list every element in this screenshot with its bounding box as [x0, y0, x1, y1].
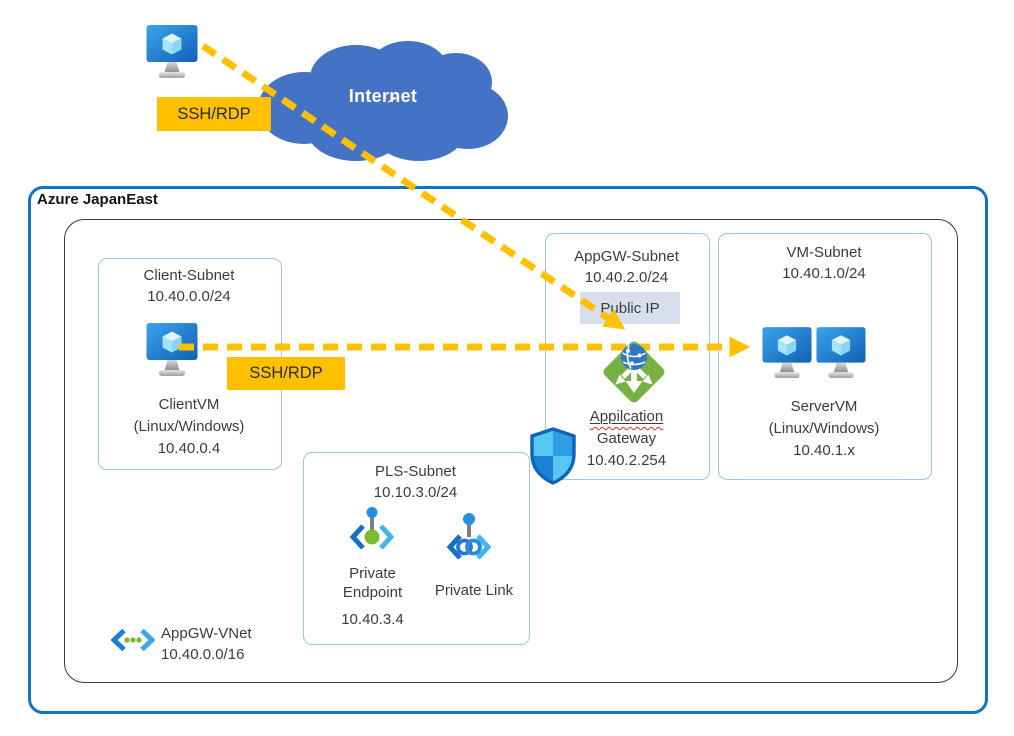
client-subnet-cidr: 10.40.0.0/24 — [147, 288, 231, 305]
vnet-icon — [111, 628, 155, 652]
external-client-vm-monitor-icon — [146, 24, 198, 82]
server-vm-name: ServerVM — [790, 398, 858, 415]
appgw-subnet-title: AppGW-Subnet — [574, 248, 679, 265]
private-link-label: Private Link — [434, 582, 514, 599]
vm-subnet-cidr: 10.40.1.0/24 — [782, 265, 866, 282]
private-link-icon — [444, 512, 494, 564]
client-vm-name: ClientVM — [158, 396, 220, 413]
private-endpoint-icon — [350, 506, 394, 560]
public-ip-badge: Public IP — [580, 292, 680, 324]
private-endpoint-label-line1: Private — [349, 565, 396, 582]
application-gateway-name-line2: Gateway — [596, 430, 657, 447]
client-vm-os: (Linux/Windows) — [133, 418, 245, 435]
application-gateway-name-line1: Appilcation — [545, 406, 708, 427]
server-vm-monitor-icon-2 — [816, 326, 866, 382]
azure-region-title: Azure JapanEast — [37, 191, 158, 208]
server-vm-os: (Linux/Windows) — [768, 420, 880, 437]
appgw-subnet-cidr: 10.40.2.0/24 — [584, 269, 669, 286]
ssh-rdp-label-top: SSH/RDP — [157, 97, 271, 131]
internet-label: Internet — [348, 86, 418, 106]
application-gateway-icon — [598, 336, 670, 408]
private-endpoint-label-line2: Endpoint — [342, 584, 403, 601]
pls-subnet-title: PLS-Subnet — [375, 463, 456, 480]
client-vm-ip: 10.40.0.4 — [157, 440, 221, 457]
server-vm-ip: 10.40.1.x — [793, 442, 855, 459]
ssh-rdp-label-inner: SSH/RDP — [227, 357, 345, 390]
private-endpoint-ip: 10.40.3.4 — [341, 611, 404, 628]
vnet-cidr: 10.40.0.0/16 — [161, 646, 245, 663]
client-vm-monitor-icon — [146, 322, 198, 380]
vm-subnet-title: VM-Subnet — [786, 244, 862, 261]
application-gateway-ip: 10.40.2.254 — [586, 452, 667, 469]
pls-subnet-box — [303, 452, 530, 645]
client-subnet-title: Client-Subnet — [143, 267, 235, 284]
pls-subnet-cidr: 10.10.3.0/24 — [373, 484, 458, 501]
server-vm-monitor-icon-1 — [762, 326, 812, 382]
vnet-name: AppGW-VNet — [161, 625, 252, 642]
application-gateway-misspelled-word: Appilcation — [589, 408, 664, 425]
